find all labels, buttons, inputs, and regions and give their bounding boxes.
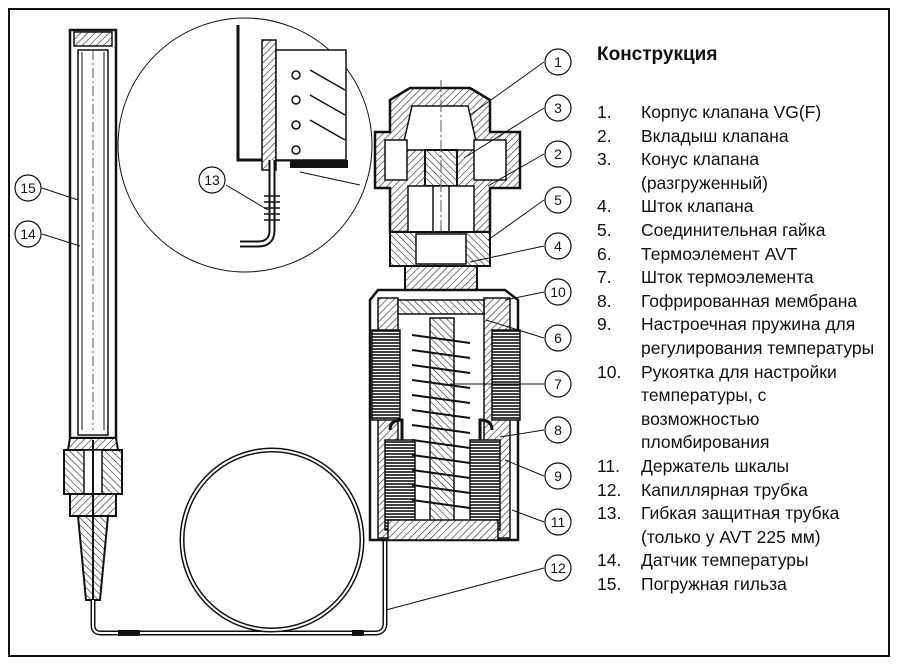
legend-text: Настроечная пружина для регулирования те…	[641, 314, 875, 358]
svg-text:8: 8	[554, 422, 562, 438]
svg-text:11: 11	[551, 514, 566, 530]
legend-item: 2. Вкладыш клапана	[597, 125, 887, 149]
callout-13: 13	[198, 166, 226, 194]
legend-item: 15. Погружная гильза	[597, 573, 887, 597]
legend-item: 11. Держатель шкалы	[597, 455, 887, 479]
detail-magnifier	[117, 17, 373, 273]
page-title: Конструкция	[597, 44, 718, 65]
thermostatic-element	[368, 288, 521, 542]
legend-text: Капиллярная трубка	[641, 479, 808, 500]
svg-text:2: 2	[554, 146, 562, 162]
svg-text:4: 4	[554, 238, 562, 254]
callout-4: 4	[544, 232, 572, 260]
svg-text:6: 6	[554, 330, 562, 346]
legend-number: 2.	[597, 125, 612, 146]
legend-number: 14.	[597, 550, 622, 571]
callout-15: 15	[14, 174, 42, 202]
legend-text: Погружная гильза	[641, 573, 787, 594]
legend-text: Вкладыш клапана	[641, 125, 789, 146]
legend-item: 14. Датчик температуры	[597, 549, 887, 573]
svg-text:12: 12	[550, 560, 566, 576]
legend-number: 9.	[597, 314, 612, 335]
legend-text: Держатель шкалы	[641, 455, 790, 476]
callout-12: 12	[544, 554, 572, 582]
legend-item: 6. Термоэлемент AVT	[597, 243, 887, 267]
callout-lines	[41, 61, 545, 611]
legend-text: Датчик температуры	[641, 550, 809, 571]
legend-number: 11.	[597, 455, 621, 476]
legend-item: 4. Шток клапана	[597, 195, 887, 219]
callout-5: 5	[544, 186, 572, 214]
svg-text:13: 13	[204, 172, 220, 188]
legend-number: 15.	[597, 573, 622, 594]
legend-item: 12. Капиллярная трубка	[597, 479, 887, 503]
callout-7: 7	[544, 370, 572, 398]
diagram-frame	[8, 8, 890, 657]
legend-text: Гибкая защитная трубка (только у AVT 225…	[641, 503, 840, 547]
immersion-pocket	[68, 28, 118, 440]
callout-markers: 1 3 2 5 4 10 6 7 8 9 11 12 13 15 14	[14, 48, 572, 582]
callout-6: 6	[544, 324, 572, 352]
svg-text:9: 9	[554, 468, 562, 484]
parts-legend: 1. Корпус клапана VG(F) 2. Вкладыш клапана…	[597, 101, 887, 596]
legend-item: 7. Шток термоэлемента	[597, 266, 887, 290]
legend-number: 8.	[597, 290, 612, 311]
legend-number: 12.	[597, 479, 622, 500]
legend-number: 13.	[597, 503, 622, 524]
legend-number: 3.	[597, 149, 612, 170]
legend-number: 5.	[597, 219, 612, 240]
callout-3: 3	[544, 94, 572, 122]
svg-text:5: 5	[554, 192, 562, 208]
legend-number: 7.	[597, 267, 612, 288]
callout-2: 2	[544, 140, 572, 168]
callout-8: 8	[544, 416, 572, 444]
legend-number: 6.	[597, 243, 612, 264]
legend-item: 8. Гофрированная мембрана	[597, 290, 887, 314]
legend-item: 5. Соединительная гайка	[597, 219, 887, 243]
legend-number: 10.	[597, 361, 622, 382]
svg-text:7: 7	[554, 376, 562, 392]
legend-text: Корпус клапана VG(F)	[641, 102, 822, 122]
legend-text: Шток клапана	[641, 196, 754, 217]
callout-9: 9	[544, 462, 572, 490]
legend-text: Шток термоэлемента	[641, 267, 814, 288]
legend-text: Конус клапана (разгруженный)	[641, 149, 768, 193]
callout-1: 1	[544, 48, 572, 76]
sensor-fitting	[63, 437, 123, 601]
callout-10: 10	[544, 278, 572, 306]
svg-text:15: 15	[20, 180, 36, 196]
legend-item: 13. Гибкая защитная трубка (только у AVT …	[597, 502, 887, 549]
legend-item: 9. Настроечная пружина для регулирования …	[597, 313, 887, 360]
legend-text: Гофрированная мембрана	[641, 290, 858, 311]
callout-11: 11	[544, 508, 572, 536]
legend-text: Соединительная гайка	[641, 219, 826, 240]
legend-item: 3. Конус клапана (разгруженный)	[597, 148, 887, 195]
legend-item: 1. Корпус клапана VG(F)	[597, 101, 887, 125]
svg-text:1: 1	[554, 54, 562, 70]
legend-text: Термоэлемент AVT	[641, 243, 798, 264]
capillary-tube	[90, 447, 388, 636]
callout-14: 14	[14, 220, 42, 248]
legend-number: 4.	[597, 196, 612, 217]
svg-text:14: 14	[20, 226, 36, 242]
svg-text:3: 3	[554, 100, 562, 116]
legend-item: 10. Рукоятка для настройки температуры, с…	[597, 361, 887, 455]
legend-text: Рукоятка для настройки температуры, с во…	[641, 361, 837, 453]
svg-text:10: 10	[550, 284, 566, 300]
legend-number: 1.	[597, 102, 612, 122]
